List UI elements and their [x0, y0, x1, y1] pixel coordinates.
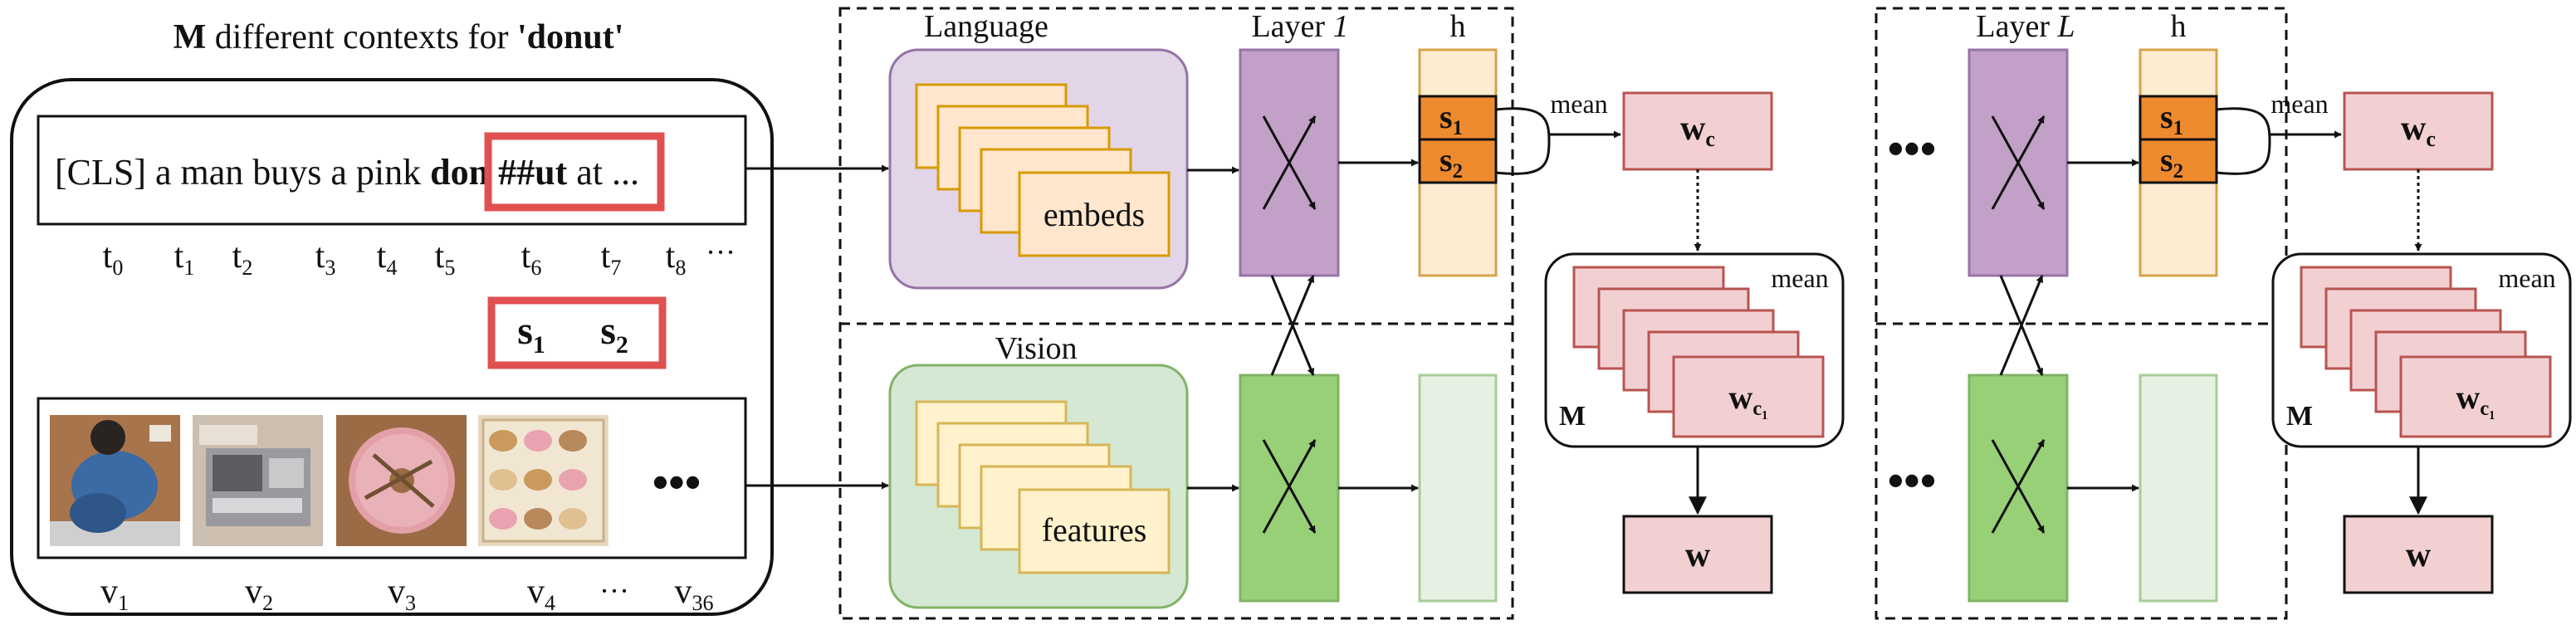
- features-label: features: [1042, 511, 1147, 549]
- subword-box: [487, 296, 667, 369]
- embeds-label: embeds: [1044, 196, 1145, 233]
- person-top-view-image: [50, 415, 180, 546]
- token-label: t7: [601, 237, 622, 280]
- h1-mean-bracket: [1495, 107, 1551, 175]
- layer1-vis-to-lang-arrow: [1270, 275, 1315, 376]
- embeds-stack: [915, 83, 1171, 257]
- h1-s1-cell: [1418, 95, 1498, 141]
- contexts-title: M different contexts for 'donut': [174, 18, 624, 56]
- visual-token-label: v2: [245, 573, 273, 615]
- wc1-stack-label: wc₁: [1728, 378, 1767, 420]
- layerL-label: Layer L: [1976, 9, 2075, 44]
- donut-tray-image: [478, 415, 609, 546]
- visual-labels-ellipsis: ···: [599, 574, 629, 608]
- h2-label: h: [2171, 9, 2187, 44]
- wc1-label: wc: [1680, 110, 1715, 151]
- h2-s2-cell: [2139, 138, 2218, 184]
- layer1-vis-cross-b: [1262, 439, 1317, 534]
- visual-token-label: v1: [100, 573, 129, 615]
- h2-vision-column: [2139, 374, 2218, 603]
- token-label: t8: [666, 237, 687, 280]
- h1-s2-cell: [1418, 138, 1498, 184]
- token-label: t6: [521, 237, 542, 280]
- visual-labels: v1 v2 v3 v4 v36 ···: [100, 573, 714, 615]
- subword-labels: s1 s2: [517, 309, 628, 359]
- wc2-stack-mean-label: mean: [2498, 263, 2555, 293]
- wc1-stack: [1572, 266, 1825, 438]
- token-label: t1: [174, 237, 195, 280]
- token-label: t0: [103, 237, 124, 280]
- layerL-lang-ellipsis: •••: [1888, 124, 1937, 175]
- wc1-stack-m-label: M: [1559, 401, 1586, 432]
- h1-label: h: [1450, 9, 1466, 44]
- subword-label: s1: [517, 309, 545, 359]
- layerL-vis-to-lang-arrow: [1999, 275, 2044, 376]
- h2-s1-cell: [2139, 95, 2218, 141]
- wc2-stack: [2300, 266, 2552, 438]
- w2-label: w: [2406, 536, 2432, 574]
- h2-mean-label: mean: [2270, 89, 2328, 119]
- token-labels: t0 t1 t2 t3 t4 t5 t6 t7 t8 ···: [103, 236, 736, 280]
- h1-s2-label: s2: [1440, 141, 1463, 183]
- wc2-stack-m-label: M: [2286, 401, 2313, 432]
- h2-s1-label: s1: [2160, 98, 2183, 139]
- sentence-text: [CLS] a man buys a pink don ##ut at ...: [55, 152, 639, 193]
- token-label: t5: [435, 237, 456, 280]
- cash-register-image: [193, 415, 323, 546]
- token-label: t4: [377, 237, 398, 280]
- wc2-stack-label: wc₁: [2456, 378, 2495, 420]
- h1-mean-label: mean: [1550, 89, 1607, 119]
- subword-highlight-box: [484, 132, 665, 212]
- token-label: t2: [232, 237, 253, 280]
- h2-s2-label: s2: [2160, 141, 2183, 183]
- token-label: t3: [315, 237, 336, 280]
- wc1-box: [1622, 91, 1773, 171]
- h2-mean-bracket: [2216, 107, 2271, 175]
- wc1-stack-mean-label: mean: [1771, 263, 1828, 293]
- contexts-container: [10, 78, 774, 616]
- layerL-panel: [1875, 7, 2288, 620]
- visual-token-label: v3: [388, 573, 416, 615]
- vision-label: Vision: [995, 331, 1077, 366]
- subword-label: s2: [600, 309, 628, 359]
- features-stack: [915, 400, 1171, 574]
- w2-box: [2343, 515, 2494, 594]
- visual-token-label: v36: [674, 573, 713, 615]
- visual-token-label: v4: [527, 573, 555, 615]
- w1-label: w: [1685, 536, 1711, 574]
- tokens-ellipsis: ···: [706, 236, 736, 269]
- wc2-label: wc: [2401, 110, 2436, 151]
- w1-box: [1622, 515, 1773, 594]
- images-ellipsis: •••: [653, 457, 701, 509]
- layerL-lang-cross-b: [1991, 115, 2046, 210]
- layer1-lang-cross-b: [1262, 115, 1317, 210]
- language-label: Language: [924, 9, 1048, 44]
- wc2-box: [2343, 91, 2494, 171]
- h1-vision-column: [1418, 374, 1498, 603]
- h1-s1-label: s1: [1440, 98, 1463, 139]
- pink-donut-image: [336, 415, 467, 546]
- layer1-label: Layer 1: [1251, 9, 1348, 44]
- layer1-panel: [838, 7, 1514, 620]
- layerL-vis-cross-b: [1991, 439, 2046, 534]
- layerL-vis-ellipsis: •••: [1888, 456, 1937, 507]
